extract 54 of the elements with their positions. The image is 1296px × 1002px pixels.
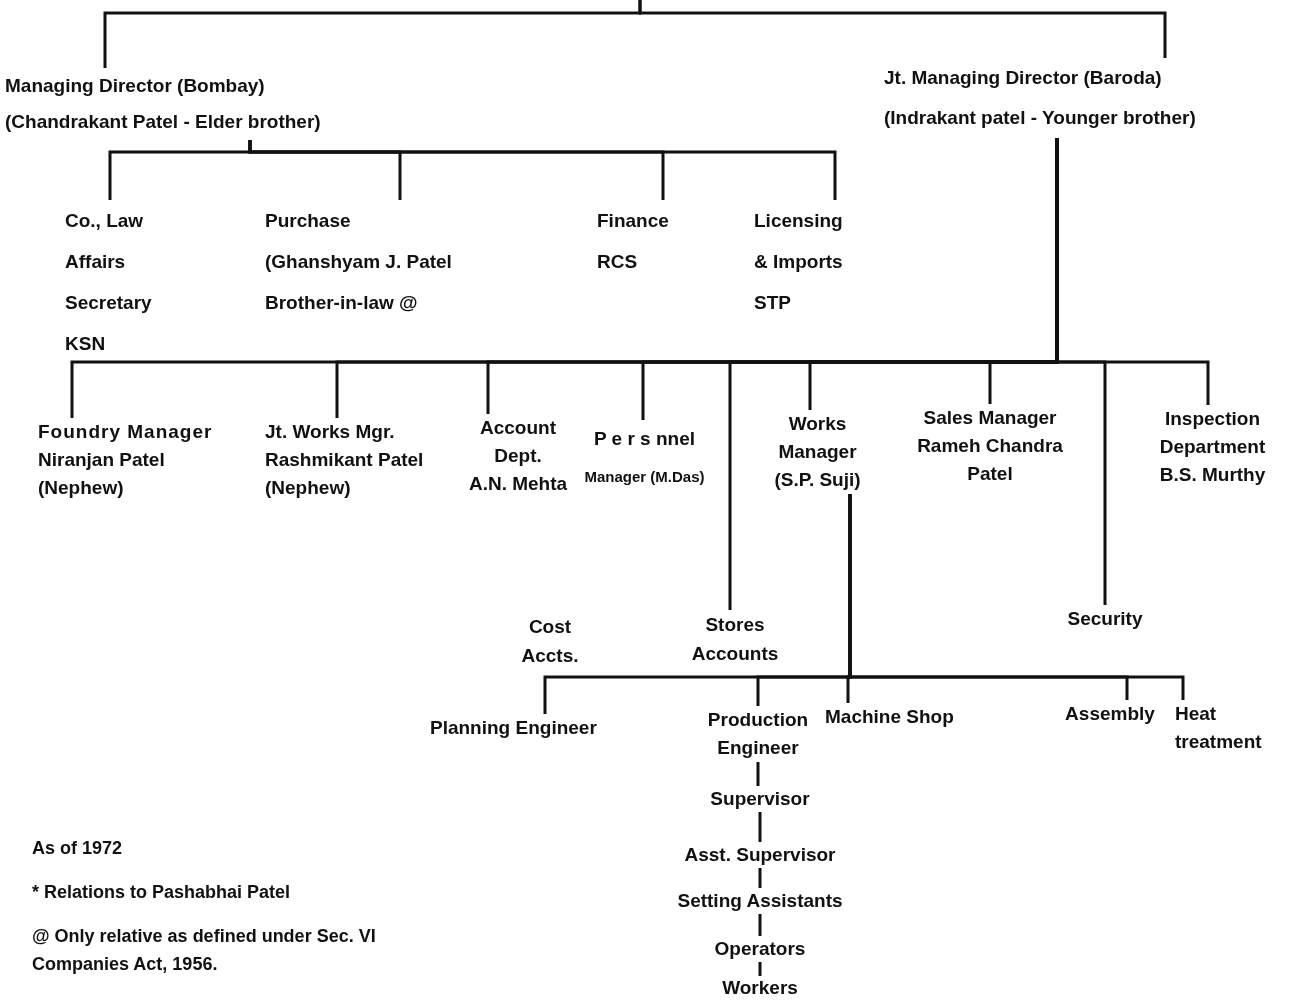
role-label: Operators [713, 937, 807, 961]
role-label: Machine Shop [825, 705, 955, 729]
role-label: Planning Engineer [430, 716, 598, 740]
role-label: Assembly [1064, 702, 1156, 726]
person-label: (Nephew) [38, 476, 125, 500]
role-label: Works Manager [777, 412, 858, 464]
role-label: Asst. Supervisor [683, 843, 837, 867]
role-label: Purchase [265, 209, 352, 233]
person-label: (Ghanshyam J. Patel [265, 250, 453, 274]
connector-line [756, 762, 760, 786]
person-label: Rashmikant Patel [265, 448, 425, 472]
department-label: Cost Accts. [520, 615, 580, 668]
person-label: STP [754, 291, 792, 315]
connector-line [758, 812, 762, 842]
connector-line [848, 494, 1185, 700]
person-label: Niranjan Patel [38, 448, 166, 472]
role-label: Jt. Managing Director (Baroda) [884, 66, 1163, 90]
role-label: Security [1066, 607, 1144, 631]
role-label: Inspection Department [1158, 407, 1267, 459]
person-label: A.N. Mehta [467, 472, 569, 496]
role-label: Jt. Works Mgr. [265, 420, 396, 444]
role-label: Production Engineer [706, 708, 810, 760]
role-label: Foundry Manager [38, 420, 214, 444]
person-label: (Nephew) [265, 476, 352, 500]
connector-line [758, 868, 762, 888]
role-label: Heat treatment [1175, 702, 1263, 754]
connector-line [248, 140, 837, 200]
note-text: As of 1972 [32, 837, 124, 860]
role-label: Workers [721, 976, 799, 1000]
person-label: Rameh Chandra Patel [916, 434, 1064, 486]
person-label: (Indrakant patel - Younger brother) [884, 106, 1197, 130]
note-text: * Relations to Pashabhai Patel [32, 881, 292, 904]
role-label: Setting Assistants [676, 889, 844, 913]
role-label: Supervisor [709, 787, 811, 811]
person-label: B.S. Murthy [1158, 463, 1267, 487]
role-label: Licensing & Imports [754, 209, 844, 274]
role-label: Stores Accounts [690, 613, 780, 666]
note-text: @ Only relative as defined under Sec. VI Companies Act, 1956. [32, 925, 377, 976]
role-label: Finance [597, 209, 670, 233]
role-label: Co., Law Affairs Secretary [65, 209, 153, 315]
person-label: (Chandrakant Patel - Elder brother) [5, 110, 322, 134]
connector-line [758, 962, 762, 976]
role-label: Account Dept. [479, 416, 557, 468]
role-label: Managing Director (Bombay) [5, 74, 266, 98]
person-label: KSN [65, 332, 107, 356]
person-label: Brother-in-law @ [265, 291, 419, 315]
role-label: Sales Manager [922, 406, 1058, 430]
connector-line [1055, 138, 1107, 605]
person-label: (S.P. Suji) [773, 468, 862, 492]
connector-line [638, 0, 1167, 58]
person-label: RCS [597, 250, 639, 274]
person-label: Manager (M.Das) [583, 467, 706, 487]
role-label: P e r s nnel [593, 427, 696, 451]
connector-line [758, 914, 762, 936]
